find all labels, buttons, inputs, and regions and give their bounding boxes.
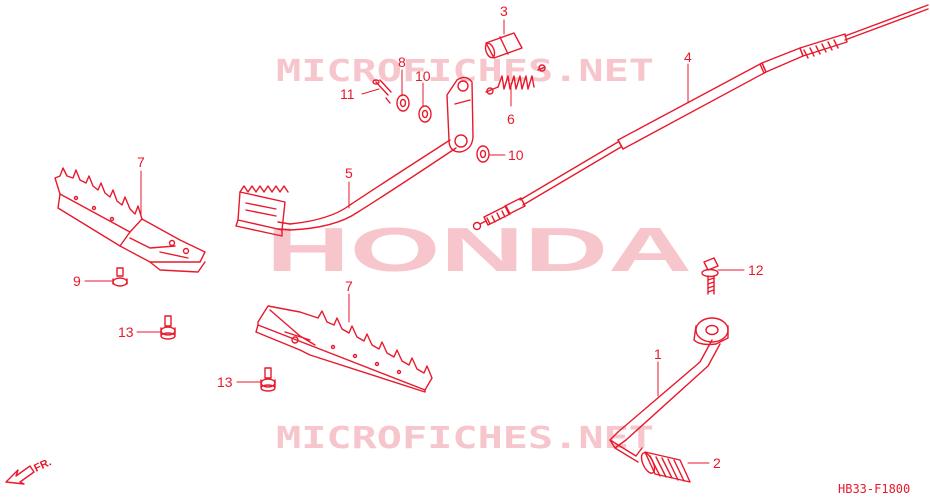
bolt-part-13a: [160, 315, 176, 340]
watermark-top: MICROFICHES.NET: [276, 54, 654, 89]
footpeg-part-right: [255, 305, 433, 393]
front-direction-indicator: FR.: [5, 456, 53, 485]
brake-pedal-part: [235, 76, 474, 237]
callout-1: 1: [654, 346, 662, 362]
front-direction-label: FR.: [32, 456, 53, 474]
spring-part: [485, 64, 546, 95]
cable-part: [472, 4, 929, 231]
callout-9: 9: [73, 273, 81, 289]
callout-10-lower: 10: [508, 147, 524, 163]
callout-3: 3: [500, 3, 508, 19]
washer-part-8: [396, 94, 410, 112]
callout-11: 11: [340, 86, 355, 102]
callout-labels: 3 4 8 10 11 6 10 5 7 9 13 7 13 12 1 2: [73, 3, 764, 471]
callout-5: 5: [345, 165, 353, 181]
leader-lines: [84, 19, 745, 464]
washer-part-10a: [418, 105, 432, 123]
watermark-brand: HONDA: [266, 216, 692, 285]
bolt-part-9: [112, 267, 128, 287]
callout-4: 4: [684, 49, 692, 65]
boot-part: [484, 32, 523, 59]
callout-8: 8: [398, 54, 406, 70]
washer-part-10b: [476, 145, 490, 163]
callout-12: 12: [748, 262, 764, 278]
diagram-code: HB33-F1800: [838, 482, 910, 496]
callout-7-upper: 7: [137, 154, 145, 170]
footpeg-part-left: [54, 167, 206, 273]
bolt-part-13b: [260, 367, 276, 392]
watermark-bottom: MICROFICHES.NET: [276, 421, 654, 456]
callout-2: 2: [713, 455, 721, 471]
callout-13-lower: 13: [217, 374, 233, 390]
shift-pedal-part: [609, 317, 729, 463]
watermark-layer: MICROFICHES.NET HONDA MICROFICHES.NET: [266, 54, 692, 456]
cotter-pin-part: [372, 79, 392, 104]
callout-13-upper: 13: [118, 324, 134, 340]
bolt-part-12: [701, 257, 719, 295]
callout-10-upper: 10: [415, 68, 431, 84]
callout-6: 6: [507, 111, 515, 127]
front-arrow-icon: [5, 465, 35, 485]
pedal-rubber-part: [640, 451, 691, 483]
callout-7-lower: 7: [345, 278, 353, 294]
